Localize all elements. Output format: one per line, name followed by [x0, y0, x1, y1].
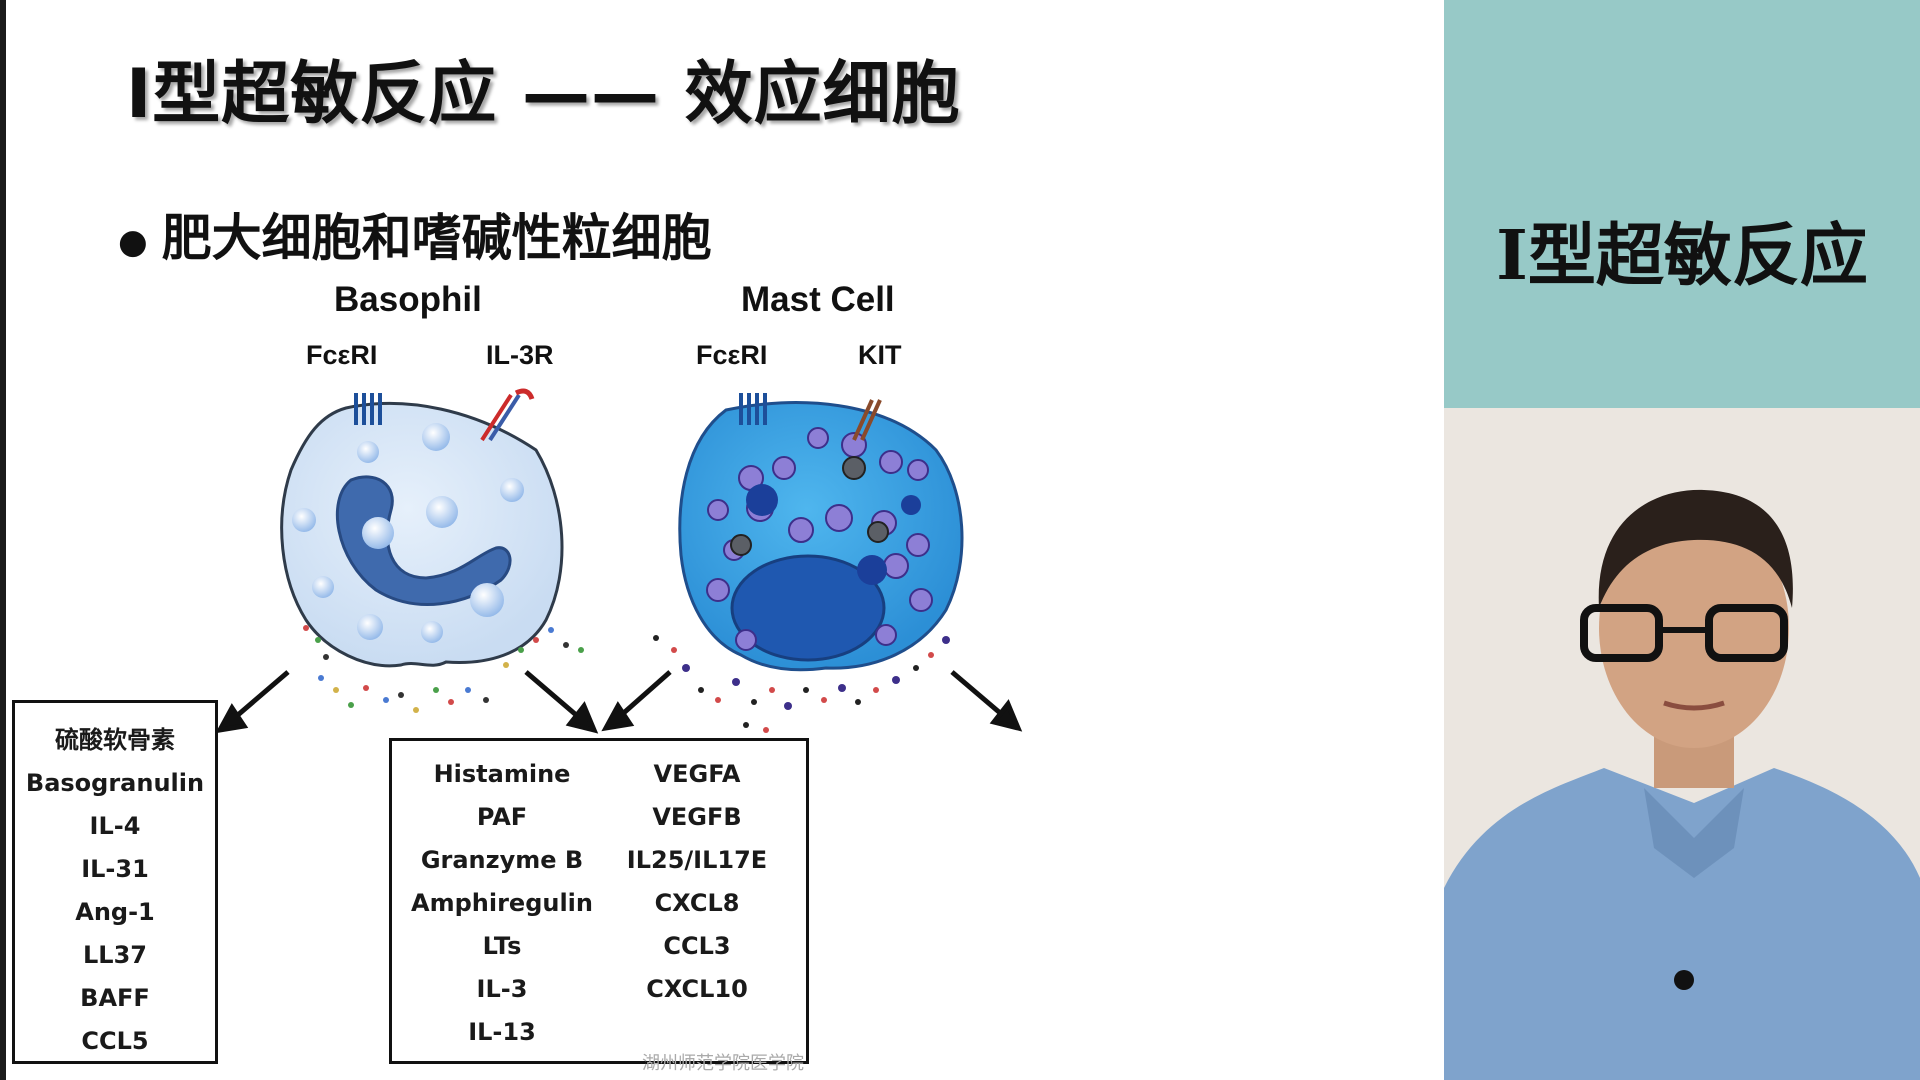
- list-item: Histamine: [433, 760, 571, 788]
- list-item: Ang-1: [75, 898, 155, 926]
- list-item: BAFF: [80, 984, 150, 1012]
- mast-cell: [653, 393, 964, 733]
- mast-cell-title: Mast Cell: [741, 280, 895, 319]
- basophil-receptor-fceri: FcεRI: [306, 340, 378, 370]
- basophil-title: Basophil: [334, 280, 482, 319]
- presenter-video: [1444, 408, 1920, 1080]
- list-item: VEGFA: [653, 760, 741, 788]
- bullet-point: ● 肥大细胞和嗜碱性粒细胞: [118, 198, 712, 270]
- bullet-dot-icon: ●: [118, 221, 148, 262]
- list-item: IL-31: [81, 855, 149, 883]
- cell-diagram: [215, 388, 1023, 734]
- list-item: Granzyme B: [420, 846, 584, 874]
- basophil-cell: [280, 388, 584, 713]
- slide-title: I型超敏反应 —— 效应细胞: [126, 55, 961, 134]
- mast-cell-receptor-kit: KIT: [858, 340, 902, 370]
- list-item: IL-4: [89, 812, 141, 840]
- basophil-receptor-il3r: IL-3R: [486, 340, 554, 370]
- shared-mediator-list-left: Histamine PAF Granzyme B Amphiregulin LT…: [392, 753, 612, 1054]
- list-item: IL-3: [476, 975, 528, 1003]
- list-item: CXCL10: [646, 975, 748, 1003]
- mast-cell-receptor-fceri: FcεRI: [696, 340, 768, 370]
- bullet-text: 肥大细胞和嗜碱性粒细胞: [161, 209, 712, 267]
- shared-mediators-box: Histamine PAF Granzyme B Amphiregulin LT…: [389, 738, 809, 1064]
- list-item: CXCL8: [654, 889, 740, 917]
- sidebar-title: I型超敏反应: [1496, 216, 1868, 296]
- list-item: PAF: [476, 803, 528, 831]
- sidebar-title-panel: I型超敏反应: [1444, 0, 1920, 408]
- watermark: 湖州师范学院医学院: [642, 1053, 804, 1074]
- list-item: Basogranulin: [25, 769, 205, 797]
- list-item: CCL5: [81, 1027, 149, 1055]
- list-item: VEGFB: [652, 803, 742, 831]
- list-item: LTs: [482, 932, 522, 960]
- shared-mediator-list-right: VEGFA VEGFB IL25/IL17E CXCL8 CCL3 CXCL10: [587, 753, 807, 1011]
- lecture-slide: I型超敏反应 —— 效应细胞 ● 肥大细胞和嗜碱性粒细胞 Basophil Mas…: [6, 0, 1444, 1080]
- list-item: Amphiregulin: [411, 889, 593, 917]
- window-edge: [0, 0, 6, 1080]
- basophil-mediators-box: 硫酸软骨素 Basogranulin IL-4 IL-31 Ang-1 LL37…: [12, 700, 218, 1064]
- list-item: 硫酸软骨素: [55, 726, 175, 754]
- list-item: IL-13: [468, 1018, 536, 1046]
- arrows: [215, 670, 1023, 734]
- list-item: CCL3: [663, 932, 731, 960]
- basophil-mediator-list: 硫酸软骨素 Basogranulin IL-4 IL-31 Ang-1 LL37…: [15, 719, 215, 1063]
- presenter-image: [1444, 408, 1920, 1080]
- list-item: LL37: [83, 941, 147, 969]
- list-item: IL25/IL17E: [626, 846, 768, 874]
